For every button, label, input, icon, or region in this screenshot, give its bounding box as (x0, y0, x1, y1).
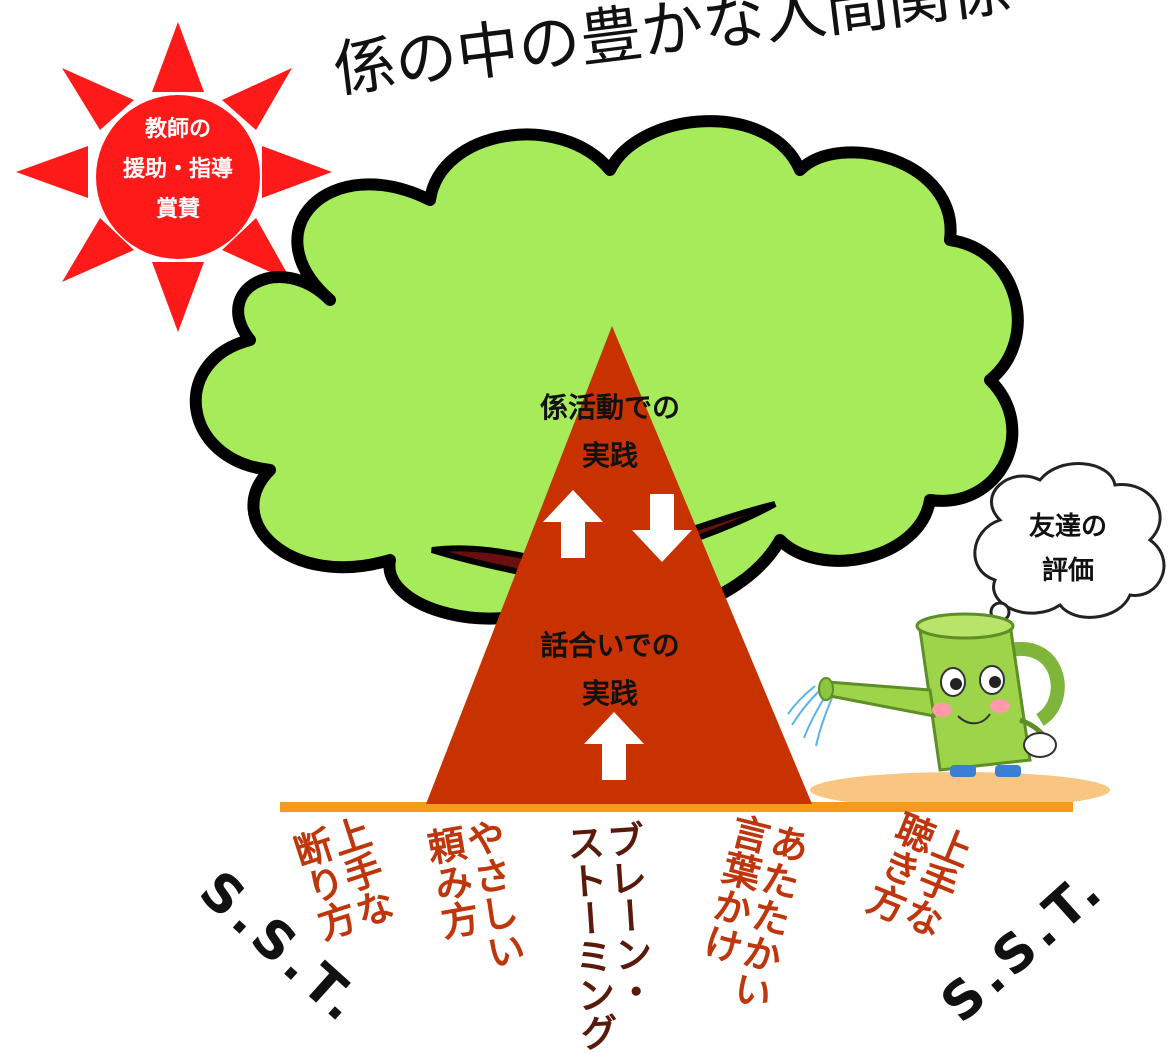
root-item-3: ブレーン・ ストーミング (559, 819, 656, 1052)
pyramid-top-line-1: 係活動での (539, 391, 680, 424)
thought-bubble-label: 友達の 評価 (1008, 505, 1128, 593)
pyramid-top-line-2: 実践 (581, 439, 638, 472)
pyramid-bottom-line-2: 実践 (581, 677, 638, 710)
sun-line-3: 賞賛 (155, 197, 200, 222)
diagram-canvas (16, 22, 1166, 812)
ground-shadow (810, 772, 1110, 808)
watering-can-icon (818, 612, 1065, 777)
arrow-up-bottom-icon (584, 712, 644, 780)
arrow-up-icon (543, 490, 603, 558)
arrow-down-icon (632, 494, 692, 562)
sun-icon (96, 95, 260, 259)
sun-line-1: 教師の (144, 117, 211, 142)
branch-right (686, 501, 777, 544)
sun-label: 教師の 援助・指導 賞賛 (96, 110, 260, 230)
thought-line-1: 友達の (1028, 512, 1107, 542)
sun-line-2: 援助・指導 (122, 157, 233, 182)
ground-line (280, 802, 1073, 812)
pyramid-top-label: 係活動での 実践 (480, 384, 740, 480)
thought-line-2: 評価 (1041, 556, 1094, 586)
pyramid (426, 326, 812, 804)
pyramid-bottom-label: 話合いでの 実践 (480, 622, 740, 718)
pyramid-bottom-line-1: 話合いでの (540, 629, 680, 662)
sun-rays (16, 22, 332, 332)
